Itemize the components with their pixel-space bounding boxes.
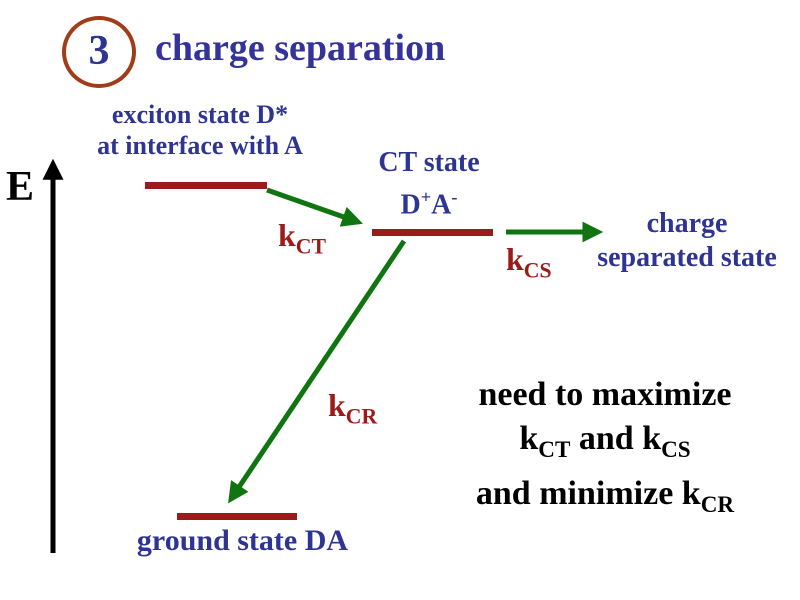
kcs-subscript: CS (523, 258, 552, 283)
step-number: 3 (88, 28, 110, 74)
ground-level-bar (177, 513, 297, 520)
kcs-rate-label: kCS (506, 240, 552, 289)
ct-state-label-line1: CT state (378, 147, 480, 178)
note-line3: and minimize kCR (410, 472, 800, 527)
exciton-state-label-line2: at interface with A (97, 131, 303, 160)
exciton-state-label: exciton state D* at interface with A (55, 99, 345, 161)
kcr-base: k (328, 387, 346, 423)
note-kct-subscript: CT (538, 436, 571, 463)
kcr-transition-arrow (228, 239, 407, 504)
ct-state-label: CT state D+A- (349, 145, 509, 222)
note-kct-base: k (519, 420, 539, 457)
kct-base: k (278, 217, 296, 253)
kcs-base: k (506, 241, 524, 277)
charge-separated-state-label: charge separated state (562, 207, 800, 275)
note-kcr-subscript: CR (700, 491, 735, 518)
ct-state-formula: D+A- (349, 180, 509, 222)
ct-level-bar (372, 229, 493, 236)
note-kcs-subscript: CS (661, 436, 691, 463)
charge-separated-label-line1: charge (646, 208, 728, 239)
note-line3-pre: and minimize k (475, 474, 701, 512)
step-number-badge: 3 (62, 16, 136, 88)
donor-symbol: D (400, 189, 421, 221)
acceptor-symbol: A (431, 189, 452, 221)
note-line1: need to maximize (478, 376, 732, 413)
note-line2-mid: and k (570, 420, 662, 457)
exciton-state-label-line1: exciton state D* (111, 100, 289, 129)
kcr-subscript: CR (345, 404, 378, 429)
energy-axis-label: E (6, 164, 35, 210)
note-line2: kCT and kCS (410, 417, 800, 472)
donor-charge: + (420, 187, 432, 207)
note-text: need to maximize kCT and kCS and minimiz… (410, 373, 800, 527)
ground-state-label: ground state DA (136, 524, 349, 557)
kct-rate-label: kCT (278, 216, 326, 265)
exciton-level-bar (145, 182, 267, 189)
charge-separated-label-line2: separated state (597, 242, 777, 273)
kcr-rate-label: kCR (328, 386, 377, 435)
slide-title: charge separation (155, 27, 446, 69)
kct-subscript: CT (295, 234, 327, 259)
acceptor-charge: - (451, 187, 458, 207)
